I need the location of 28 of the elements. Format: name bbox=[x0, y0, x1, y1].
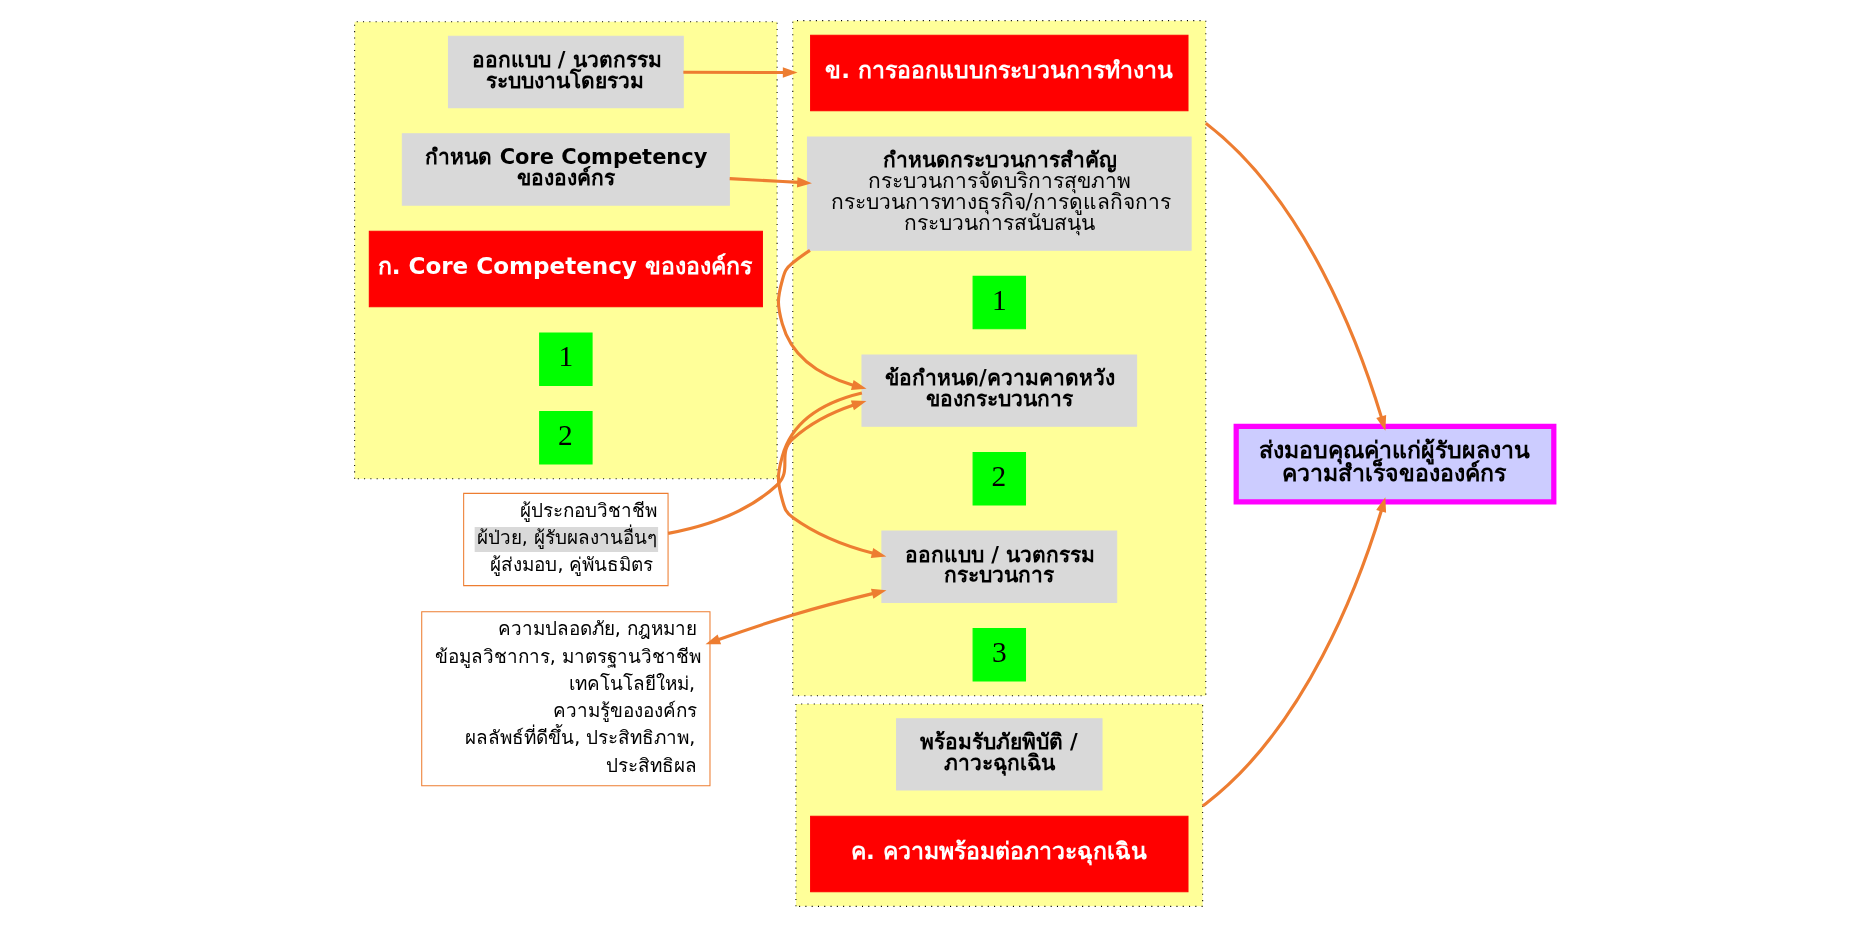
node-box: 2 bbox=[539, 411, 593, 465]
node-box: กำหนด Core Competency ขององค์กร bbox=[401, 133, 730, 206]
cluster bbox=[792, 20, 1207, 697]
node-box: 1 bbox=[972, 275, 1027, 330]
node-box: 1 bbox=[539, 332, 593, 386]
arrow bbox=[1201, 497, 1387, 808]
node-box: ผู้ประกอบวิชาชีพ ผ้ป่วย, ผู้รับผลงานอื่นๆ ผู้ส่งมอบ, คู่พันธมิตร bbox=[463, 492, 669, 587]
arrow bbox=[667, 400, 867, 535]
node-box: ออกแบบ / นวตกรรม กระบวนการ bbox=[881, 530, 1118, 603]
arrow bbox=[776, 249, 867, 390]
arrow bbox=[776, 391, 887, 558]
node-box: ก. Core Competency ขององค์กร bbox=[368, 230, 763, 308]
arrow bbox=[1204, 122, 1387, 431]
node-box: ออกแบบ / นวตกรรม ระบบงานโดยรวม bbox=[447, 35, 684, 109]
node-box: ข้อกำหนด/ความคาดหวัง ของกระบวนการ bbox=[861, 354, 1138, 427]
node-box: 2 bbox=[972, 451, 1027, 506]
node-box: ความปลอดภัย, กฎหมาย ข้อมูลวิชาการ, มาตรฐานวิชาชีพ เทคโนโลยีใหม่, ความรู้ขององค์กร ผลลัพธ์ที่ดีขึ้น, ประสิทธิภาพ, ประสิทธิผล bbox=[421, 611, 711, 787]
node-box: ข. การออกแบบกระบวนการทำงาน bbox=[810, 34, 1189, 112]
arrow bbox=[729, 177, 812, 188]
arrow bbox=[683, 67, 798, 78]
cluster bbox=[354, 21, 778, 480]
node-box: 3 bbox=[972, 628, 1027, 682]
node-box: พร้อมรับภัยพิบัติ / ภาวะฉุกเฉิน bbox=[896, 718, 1103, 791]
node-box: กำหนดกระบวนการสำคัญ กระบวนการจัดบริการสุขภาพ กระบวนการทางธุรกิจ/การดูแลกิจการ กระบวนการสนับสนุน bbox=[806, 136, 1192, 251]
cluster bbox=[795, 703, 1204, 907]
arrow bbox=[705, 588, 887, 645]
node-box: ส่งมอบคุณค่าแก่ผู้รับผลงาน ความสำเร็จขององค์กร bbox=[1233, 423, 1557, 505]
node-box: ค. ความพร้อมต่อภาวะฉุกเฉิน bbox=[810, 815, 1189, 893]
